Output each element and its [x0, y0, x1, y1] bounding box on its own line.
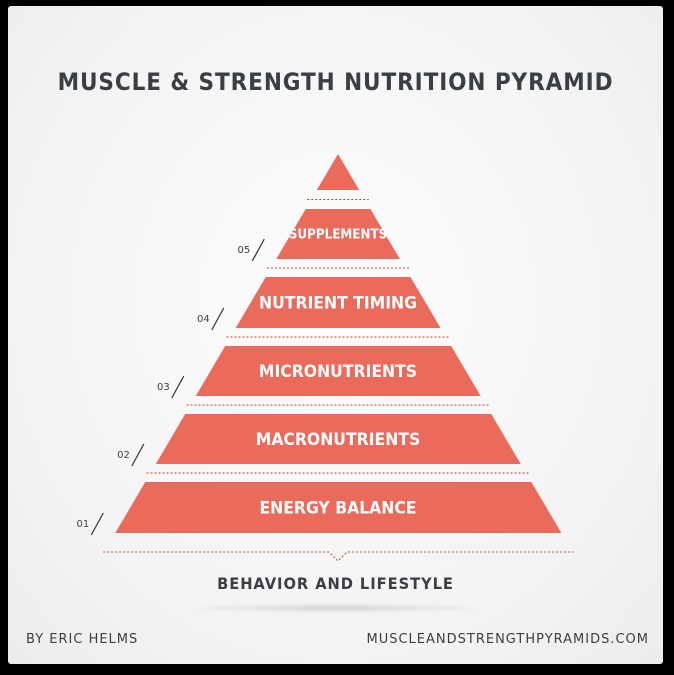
slash-mark [131, 443, 145, 467]
tier-number: 04 [197, 314, 210, 325]
base-bracket [103, 551, 574, 562]
page-title: MUSCLE & STRENGTH NUTRITION PYRAMID [57, 68, 614, 96]
website-link[interactable]: MUSCLEANDSTRENGTHPYRAMIDS.COM [366, 632, 649, 647]
base-label: BEHAVIOR AND LIFESTYLE [217, 574, 454, 593]
tier-label: NUTRIENT TIMING [259, 293, 417, 313]
slash-mark [251, 238, 265, 262]
tier-label: SUPPLEMENTS [289, 226, 387, 242]
pyramid-shadow [186, 602, 486, 614]
author-credit: BY ERIC HELMS [26, 632, 139, 647]
pyramid-tier [115, 482, 562, 533]
slash-mark [211, 307, 225, 331]
pyramid-apex [316, 154, 360, 190]
infographic-frame: MUSCLE & STRENGTH NUTRITION PYRAMID SUPP… [8, 6, 663, 664]
pyramid-tier [276, 209, 400, 259]
pyramid-tier [235, 277, 441, 328]
tier-number: 05 [238, 245, 251, 256]
slash-mark [90, 512, 104, 536]
slash-mark [171, 375, 185, 399]
tier-label: MACRONUTRIENTS [256, 430, 420, 450]
tier-number: 01 [77, 519, 90, 530]
tier-number: 02 [117, 450, 130, 461]
pyramid-tier [195, 346, 481, 396]
tier-label: MICRONUTRIENTS [259, 362, 417, 382]
pyramid-tier [155, 414, 521, 464]
tier-number: 03 [157, 382, 170, 393]
tier-label: ENERGY BALANCE [259, 498, 416, 518]
